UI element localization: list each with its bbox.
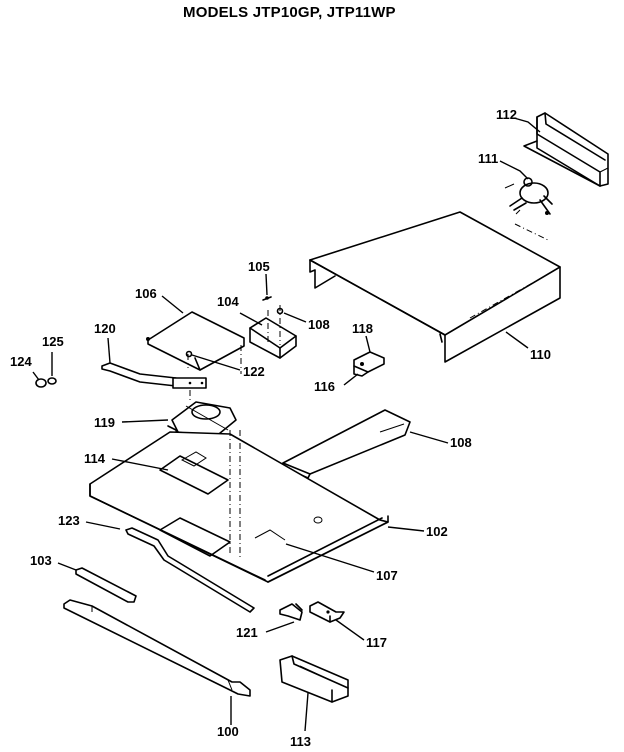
leader-105: [265, 273, 268, 296]
callout-117: 118: [352, 321, 373, 336]
leader-102: [387, 526, 425, 532]
part-108-panel: [282, 409, 411, 479]
part-114-channel: [279, 655, 349, 703]
callout-123: 123: [58, 513, 80, 528]
callout-112: 111: [478, 151, 498, 166]
callout-108: 108: [450, 435, 472, 450]
diagram-title: MODELS JTP10GP, JTP11WP: [183, 4, 396, 21]
part-112-fan-motor: [504, 177, 553, 215]
callout-120: 121: [236, 625, 258, 640]
leader-115: [111, 458, 169, 471]
part-105-screw: [262, 296, 272, 301]
callout-113: 112: [496, 107, 517, 122]
leader-113: [513, 117, 541, 133]
callout-107: 107: [376, 568, 398, 583]
part-125-washer: [47, 377, 57, 385]
callout-100: 100: [217, 724, 239, 739]
leader-121: [107, 337, 111, 364]
part-117-switch: [353, 351, 385, 377]
callout-105: 105: [248, 259, 270, 274]
leader-124: [32, 371, 40, 381]
callout-116: 116: [314, 379, 335, 394]
callout-104: 104: [217, 294, 239, 309]
part-111-screw: [276, 307, 284, 315]
leader-108: [409, 431, 449, 444]
leader-107: [285, 543, 375, 573]
part-103-strip: [75, 567, 137, 603]
part-104-box: [249, 305, 297, 359]
leader-118: [121, 419, 169, 423]
part-122-fastener: [185, 350, 193, 358]
callout-125: 125: [42, 334, 64, 349]
leader-116: [343, 373, 359, 386]
callout-106: 106: [135, 286, 157, 301]
leader-110: [505, 331, 529, 349]
callout-103: 103: [30, 553, 52, 568]
callout-122: 122: [243, 364, 265, 379]
callout-110: 110: [530, 347, 551, 362]
callout-124: 124: [10, 354, 32, 369]
callout-115: 114: [84, 451, 106, 466]
leader-106: [161, 295, 184, 314]
part-100-rail: [63, 599, 251, 697]
callout-114: 113: [290, 734, 311, 749]
part-106-plate: [146, 311, 245, 374]
leader-120: [265, 621, 295, 633]
leader-112: [499, 160, 529, 180]
leader-123: [85, 521, 121, 530]
leader-103: [57, 562, 77, 571]
leader-119: [335, 619, 365, 641]
leader-111: [283, 312, 307, 323]
part-123-rod: [125, 527, 255, 613]
callout-111: 108: [308, 317, 330, 332]
part-119-bracket: [309, 601, 345, 623]
part-110-cover: [309, 211, 561, 363]
leader-117: [365, 335, 371, 353]
part-121-rod: [101, 362, 207, 400]
callout-118: 119: [94, 415, 115, 430]
part-124-nut: [35, 378, 47, 388]
callout-102: 102: [426, 524, 448, 539]
leader-114: [304, 692, 309, 732]
leader-122: [191, 354, 241, 371]
part-120-clip: [279, 603, 303, 621]
callout-119: 117: [366, 635, 387, 650]
part-113-bracket: [523, 112, 609, 187]
leader-104: [239, 312, 263, 326]
callout-121: 120: [94, 321, 116, 336]
